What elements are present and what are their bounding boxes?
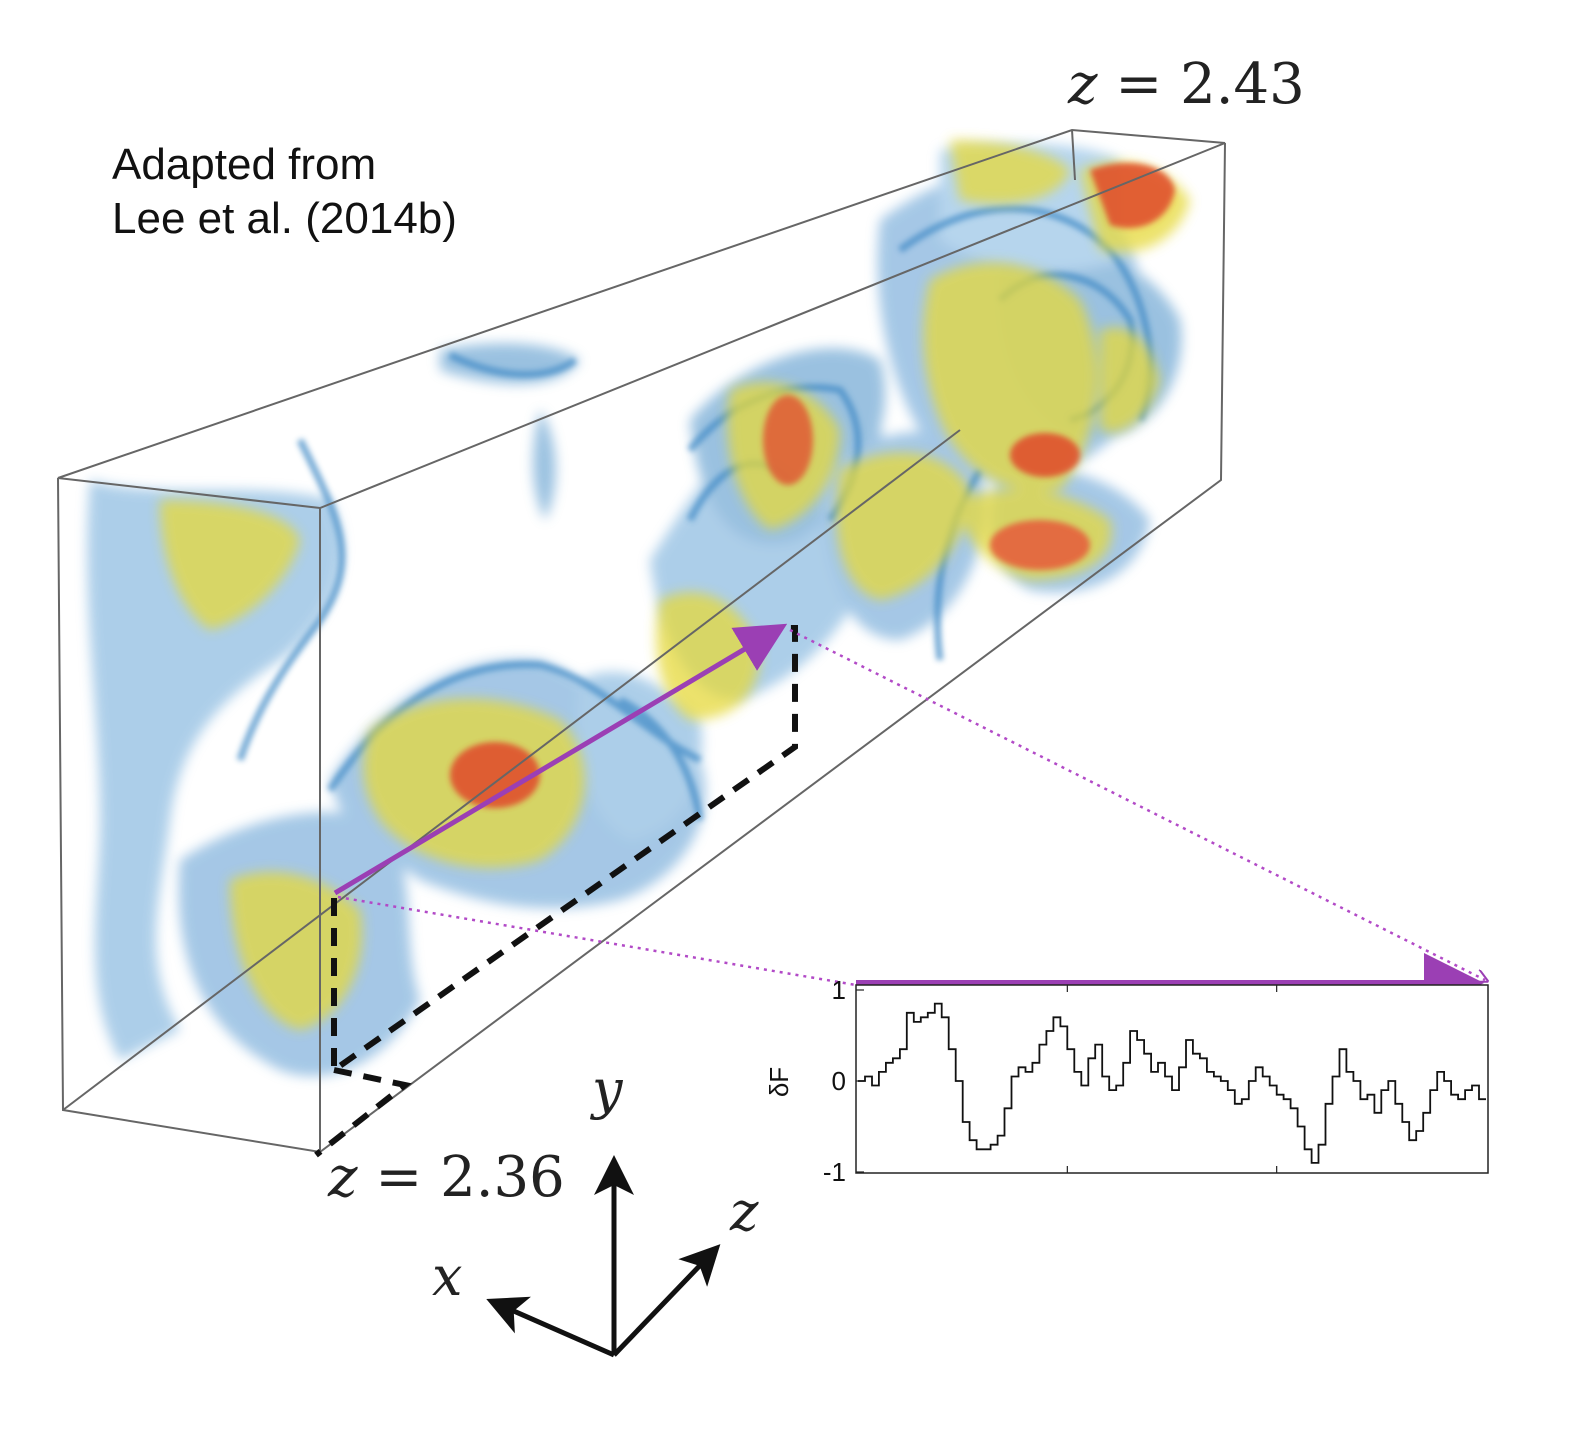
x-axis-arrow <box>486 1296 616 1358</box>
flux-chart: 1 0 -1 δF <box>764 975 1489 1187</box>
y-axis-label: y <box>592 1058 623 1121</box>
ytick-label: -1 <box>823 1157 846 1187</box>
red-cores <box>450 162 1175 808</box>
ytick-label: 0 <box>832 1066 846 1096</box>
z-axis-arrow <box>612 1244 721 1357</box>
ytick-label: 1 <box>832 975 846 1005</box>
axis-triad <box>486 1155 721 1358</box>
projection-connectors <box>337 628 1485 987</box>
redshift-near-value: 2.36 <box>440 1145 565 1210</box>
z-var: z <box>328 1145 358 1210</box>
redshift-far-value: 2.43 <box>1180 52 1305 117</box>
redshift-near-label: z = 2.36 <box>328 1145 565 1210</box>
attribution-caption: Adapted from Lee et al. (2014b) <box>112 138 457 246</box>
caption-line-1: Adapted from <box>112 140 377 189</box>
dashed-sightline-outline <box>314 625 798 1158</box>
chart-ticks: 1 0 -1 <box>823 975 1278 1187</box>
equals-sign: = <box>1115 52 1163 117</box>
sightline-arrow-3d <box>333 623 788 896</box>
flux-series-line <box>858 1002 1486 1164</box>
z-var: z <box>1068 52 1098 117</box>
caption-line-2: Lee et al. (2014b) <box>112 194 457 243</box>
equals-sign: = <box>375 1145 423 1210</box>
x-axis-label: x <box>432 1245 463 1308</box>
survey-volume-box <box>57 128 1226 1154</box>
z-axis-label: z <box>730 1180 759 1243</box>
chart-ylabel: δF <box>764 1067 794 1097</box>
redshift-far-label: z = 2.43 <box>1068 52 1305 117</box>
